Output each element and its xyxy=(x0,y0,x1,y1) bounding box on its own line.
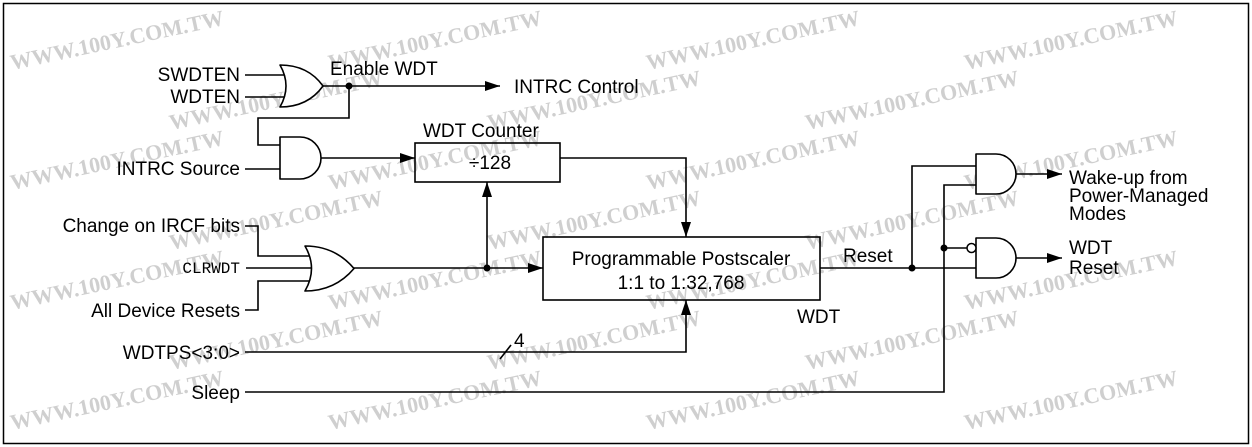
blocks xyxy=(414,142,821,301)
or-gate-clear xyxy=(304,245,355,292)
label-intrc-control: INTRC Control xyxy=(514,77,639,98)
wire-change-on-ircf xyxy=(245,225,318,257)
label-swdten: SWDTEN xyxy=(158,65,240,86)
junction-dot xyxy=(940,244,948,252)
label-wakeup-line2: Power-Managed xyxy=(1069,186,1208,207)
label-all-device-resets: All Device Resets xyxy=(91,301,240,322)
bus-width-slash xyxy=(499,344,512,360)
wire-counter-output xyxy=(560,157,691,237)
or-gate-enable xyxy=(279,64,324,108)
label-wdt-reset-line2: Reset xyxy=(1069,258,1119,279)
wire-enable-branch xyxy=(257,86,350,146)
junction-dot xyxy=(483,264,491,272)
gates xyxy=(279,64,1017,292)
label-intrc-source: INTRC Source xyxy=(116,159,240,180)
label-reset-signal: Reset xyxy=(843,246,893,267)
postscaler-box xyxy=(542,236,821,301)
junction-dot xyxy=(908,264,916,272)
label-sleep: Sleep xyxy=(191,383,240,404)
label-bus-width: 4 xyxy=(514,331,525,352)
label-wdt-counter: WDT Counter xyxy=(423,121,539,142)
label-wdten: WDTEN xyxy=(170,87,240,108)
label-clrwdt: CLRWDT xyxy=(182,260,240,278)
wire-sleep xyxy=(245,184,988,393)
wire-all-device-resets xyxy=(245,280,318,311)
label-divider: ÷128 xyxy=(469,153,511,174)
label-wdtps: WDTPS<3:0> xyxy=(123,343,240,364)
and-gate-wakeup xyxy=(975,153,1017,195)
labels: SWDTEN WDTEN INTRC Source Change on IRCF… xyxy=(63,59,1209,404)
inverter-bubble xyxy=(966,242,977,254)
junction-dot xyxy=(345,82,353,90)
label-postscaler-title: Programmable Postscaler xyxy=(572,249,791,270)
and-gate-wdt-reset xyxy=(975,237,1017,279)
wdt-counter-box xyxy=(414,142,561,183)
label-wakeup-line1: Wake-up from xyxy=(1069,168,1188,189)
label-postscaler-range: 1:1 to 1:32,768 xyxy=(618,273,745,294)
label-wdt-reset-line1: WDT xyxy=(1069,238,1113,259)
and-gate-intrc xyxy=(279,136,322,180)
label-enable-wdt: Enable WDT xyxy=(330,59,438,80)
label-change-on-ircf: Change on IRCF bits xyxy=(63,216,240,237)
wire-wdtps-bus xyxy=(245,300,691,353)
wire-reset-branch xyxy=(911,165,988,268)
label-wakeup-line3: Modes xyxy=(1069,204,1126,225)
junctions xyxy=(345,82,948,272)
label-wdt-module: WDT xyxy=(797,307,841,328)
